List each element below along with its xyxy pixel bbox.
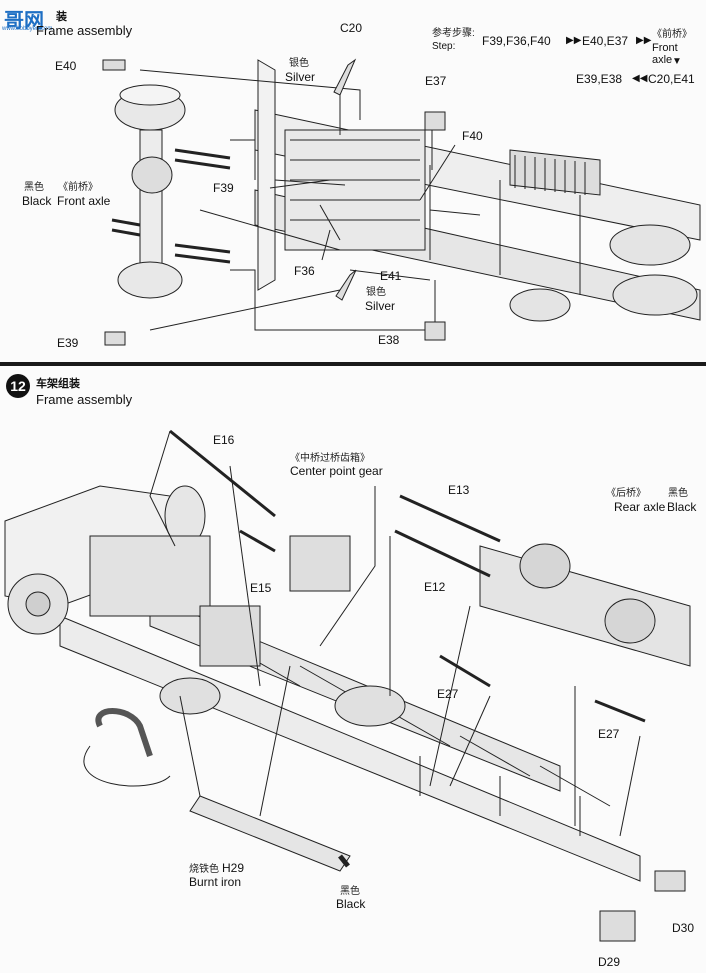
black-en-2: Black <box>336 897 366 911</box>
step-seq-d: C20,E41 <box>648 72 695 86</box>
black-cn: 黑色 <box>24 182 44 193</box>
part-e38: E38 <box>378 333 400 347</box>
step-seq-a: F39,F36,F40 <box>482 34 551 48</box>
part-h29: H29 <box>222 861 245 875</box>
silver-en-2: Silver <box>365 299 396 313</box>
black-cn-1: 黑色 <box>668 488 688 499</box>
step-front-cn: 《前桥》 <box>652 29 692 40</box>
arrow-down-icon: ▼ <box>672 56 682 67</box>
step-front-en: Front axle <box>652 42 678 66</box>
part-f39: F39 <box>213 181 234 195</box>
black-en: Black <box>22 194 52 208</box>
arrow-right-icon: ▶▶ <box>566 35 582 46</box>
rear-axle-cn: 《后桥》 <box>606 488 646 499</box>
part-e39: E39 <box>57 336 79 350</box>
top-title-en: Frame assembly <box>36 23 133 38</box>
reference-steps: 参考步骤: Step: F39,F36,F40 ▶▶ E40,E37 ▶▶ 《前… <box>430 24 700 90</box>
arrow-left-icon: ◀◀ <box>632 73 648 84</box>
burnt-iron-cn: 烧铁色 <box>189 864 219 875</box>
center-gear-cn: 《中桥过桥齿箱》 <box>290 453 370 464</box>
panel-divider <box>0 362 706 366</box>
part-c20: C20 <box>340 21 363 35</box>
site-logo: 哥网 www.hobbyen.com <box>2 4 72 34</box>
part-e27-a: E27 <box>437 687 459 701</box>
step-seq-b: E40,E37 <box>582 34 629 48</box>
part-e37: E37 <box>425 74 447 88</box>
part-e41: E41 <box>380 269 402 283</box>
part-e15: E15 <box>250 581 272 595</box>
frame-assembly-panel: 12 车架组装 Frame assembly E16 《中桥过桥齿箱》 Cent… <box>0 366 706 973</box>
part-e40: E40 <box>55 59 77 73</box>
front-axle-en: Front axle <box>57 194 111 208</box>
center-gear-en: Center point gear <box>290 464 383 478</box>
site-logo-text: 哥网 <box>4 10 44 32</box>
part-e16: E16 <box>213 433 235 447</box>
part-f40: F40 <box>462 129 483 143</box>
silver-en-1: Silver <box>285 70 316 84</box>
rear-axle-en: Rear axle <box>614 500 666 514</box>
silver-cn-2: 银色 <box>366 287 386 298</box>
step-label-cn: 参考步骤: <box>432 28 475 39</box>
part-e12: E12 <box>424 580 446 594</box>
front-axle-drawing <box>102 58 701 346</box>
silver-cn-1: 银色 <box>289 58 309 69</box>
step-seq-c: E39,E38 <box>576 72 623 86</box>
step-label-en: Step: <box>432 41 456 52</box>
frame-assembly-drawing <box>4 429 691 942</box>
front-axle-assembly-panel: 哥网 www.hobbyen.com 装 Frame assembly 参考步骤… <box>0 0 706 362</box>
black-cn-2: 黑色 <box>340 886 360 897</box>
step-number-badge: 12 <box>6 374 30 398</box>
burnt-iron-en: Burnt iron <box>189 875 242 889</box>
arrow-right-icon: ▶▶ <box>636 35 652 46</box>
part-f36: F36 <box>294 264 315 278</box>
bottom-title-cn: 车架组装 <box>36 378 80 390</box>
part-e27-b: E27 <box>598 727 620 741</box>
front-axle-cn: 《前桥》 <box>58 182 98 193</box>
black-en-1: Black <box>667 500 697 514</box>
bottom-title-en: Frame assembly <box>36 392 133 407</box>
part-d30: D30 <box>672 921 695 935</box>
part-e13: E13 <box>448 483 470 497</box>
part-d29: D29 <box>598 955 621 969</box>
top-title-cn: 装 <box>56 11 67 23</box>
site-logo-url: www.hobbyen.com <box>2 26 53 32</box>
